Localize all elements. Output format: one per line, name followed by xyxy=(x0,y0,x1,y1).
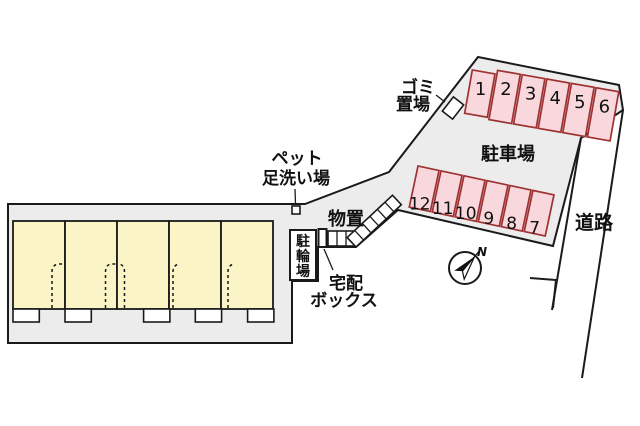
parking-space-12 xyxy=(408,164,441,213)
delivery-box xyxy=(317,228,328,248)
delivery-box-label-line2: ボックス xyxy=(310,291,378,311)
porch-1 xyxy=(12,308,41,323)
parking-space-4-number: 4 xyxy=(549,88,560,109)
pet-wash-label-line2: 足洗い場 xyxy=(262,168,330,189)
pet-wash-station xyxy=(291,205,301,215)
compass-needle-light-half xyxy=(461,256,476,281)
parking-space-2-number: 2 xyxy=(500,79,511,100)
garbage-label-line1: ゴミ xyxy=(401,77,435,98)
building-unit-5 xyxy=(220,220,274,310)
pet-wash-label-line1: ペット xyxy=(272,149,323,169)
compass-needle-dark-half xyxy=(454,256,475,272)
bicycle-parking-box xyxy=(289,229,317,281)
garbage-pointer-line xyxy=(435,94,446,103)
parking-space-5 xyxy=(561,82,596,138)
entry-path-3 xyxy=(118,263,126,308)
pet-wash-pointer-line xyxy=(294,188,297,205)
parking-lot-label: 駐車場 xyxy=(481,143,535,165)
storage-label: 物置 xyxy=(328,208,364,230)
storage-row-diagonal xyxy=(346,194,403,249)
porch-3 xyxy=(142,308,171,323)
bicycle-parking-label-char2: 輪 xyxy=(296,248,311,265)
entry-path-5 xyxy=(227,263,236,308)
parking-space-3-number: 3 xyxy=(525,84,536,105)
garbage-box xyxy=(441,95,465,121)
building-unit-1 xyxy=(12,220,66,310)
parking-space-5-number: 5 xyxy=(574,92,585,113)
parking-space-10-number: 10 xyxy=(455,204,477,224)
parking-space-6 xyxy=(586,86,620,142)
compass-north-label: N xyxy=(477,245,487,259)
entry-path-1 xyxy=(51,263,64,308)
parking-space-11-number: 11 xyxy=(432,199,454,219)
boundary-corner-mark xyxy=(529,277,558,309)
parking-space-4 xyxy=(537,78,571,134)
entry-path-2 xyxy=(104,263,117,308)
building-unit-4 xyxy=(168,220,222,310)
parking-space-9 xyxy=(477,179,509,228)
parking-space-3 xyxy=(512,73,546,129)
parking-space-6-number: 6 xyxy=(599,97,610,118)
porch-5 xyxy=(246,308,275,323)
road-label: 道路 xyxy=(575,211,614,234)
parking-space-12-number: 12 xyxy=(409,194,431,214)
garbage-label-line2: 置場 xyxy=(396,95,430,115)
porch-2 xyxy=(64,308,93,323)
parking-space-10 xyxy=(454,174,487,223)
porch-4 xyxy=(194,308,223,323)
delivery-box-label-line1: 宅配 xyxy=(329,273,363,294)
parking-space-8-number: 8 xyxy=(506,214,517,234)
parking-space-2 xyxy=(487,69,522,125)
delivery-box-pointer-line xyxy=(323,248,334,271)
parking-space-1-number: 1 xyxy=(475,79,486,100)
compass: N xyxy=(448,245,487,285)
parking-space-11 xyxy=(431,169,464,218)
entry-path-4 xyxy=(172,263,181,308)
parking-space-8 xyxy=(500,184,532,233)
parking-space-9-number: 9 xyxy=(483,209,494,229)
parking-row-bottom: 12 11 10 9 8 7 xyxy=(408,164,555,239)
bicycle-parking-label-char3: 場 xyxy=(296,263,310,280)
parking-space-1 xyxy=(463,68,496,119)
bicycle-parking-label-char1: 駐 xyxy=(296,233,310,250)
parking-space-7-number: 7 xyxy=(529,219,540,239)
road-right-edge xyxy=(581,109,624,379)
parking-space-7 xyxy=(523,189,555,237)
parking-row-top: 1 2 3 4 5 6 xyxy=(463,68,620,142)
